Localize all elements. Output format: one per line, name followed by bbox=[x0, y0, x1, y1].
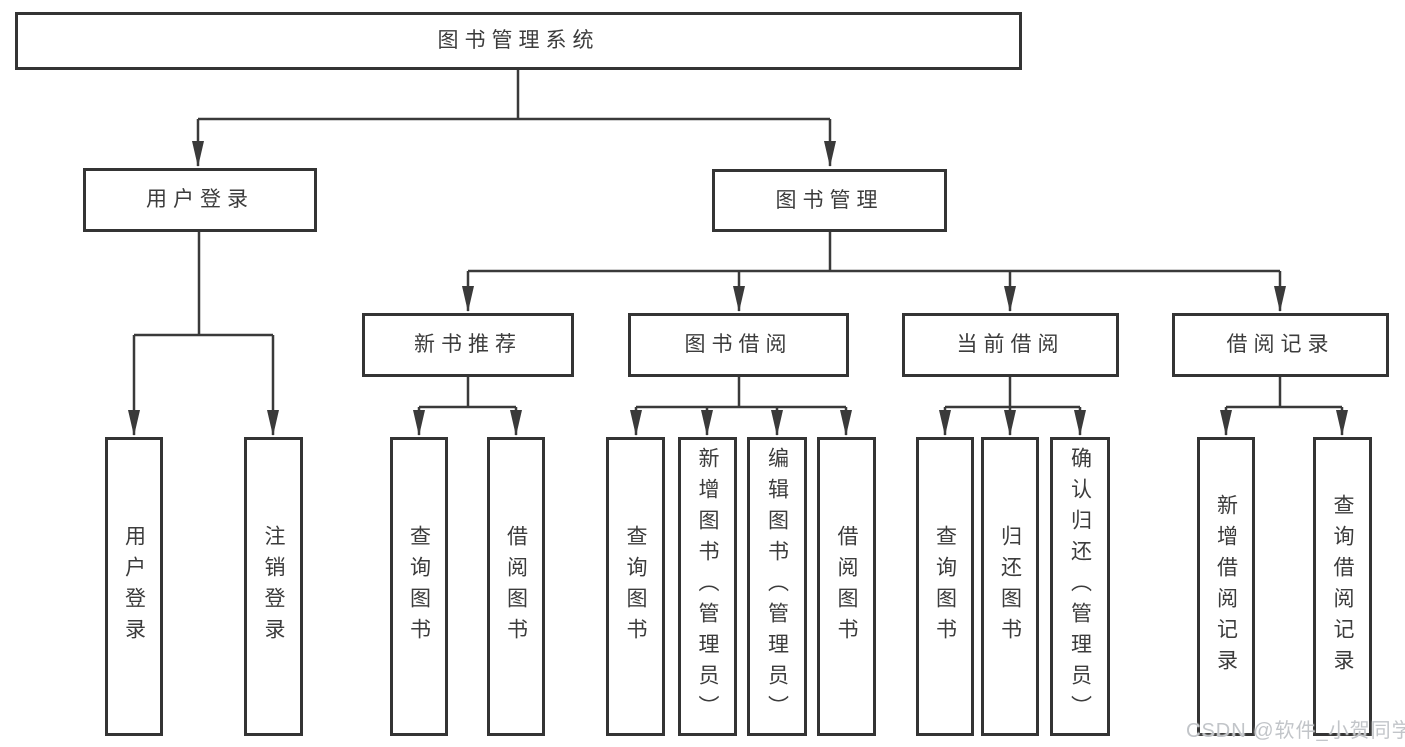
node-borrow-books-borrowing: 借阅图书 bbox=[817, 437, 876, 736]
node-query-books-borrowing: 查询图书 bbox=[606, 437, 665, 736]
node-logout-action: 注销登录 bbox=[244, 437, 303, 736]
node-library-system: 图书管理系统 bbox=[15, 12, 1022, 70]
node-query-books-recommend: 查询图书 bbox=[390, 437, 448, 736]
node-return-books: 归还图书 bbox=[981, 437, 1039, 736]
node-query-books-current: 查询图书 bbox=[916, 437, 974, 736]
node-book-management: 图书管理 bbox=[712, 169, 947, 232]
node-borrowing-records: 借阅记录 bbox=[1172, 313, 1389, 377]
node-user-login-action: 用户登录 bbox=[105, 437, 163, 736]
node-edit-books-admin: 编辑图书（管理员） bbox=[747, 437, 807, 736]
node-add-borrow-record: 新增借阅记录 bbox=[1197, 437, 1255, 736]
node-confirm-return-admin: 确认归还（管理员） bbox=[1050, 437, 1110, 736]
node-add-books-admin: 新增图书（管理员） bbox=[678, 437, 737, 736]
node-user-login: 用户登录 bbox=[83, 168, 317, 232]
node-borrow-books-recommend: 借阅图书 bbox=[487, 437, 545, 736]
csdn-watermark: CSDN @软件_小贺同学 bbox=[1186, 720, 1405, 742]
node-new-book-recommend: 新书推荐 bbox=[362, 313, 574, 377]
node-query-borrow-record: 查询借阅记录 bbox=[1313, 437, 1372, 736]
node-book-borrowing: 图书借阅 bbox=[628, 313, 849, 377]
node-current-borrowing: 当前借阅 bbox=[902, 313, 1119, 377]
